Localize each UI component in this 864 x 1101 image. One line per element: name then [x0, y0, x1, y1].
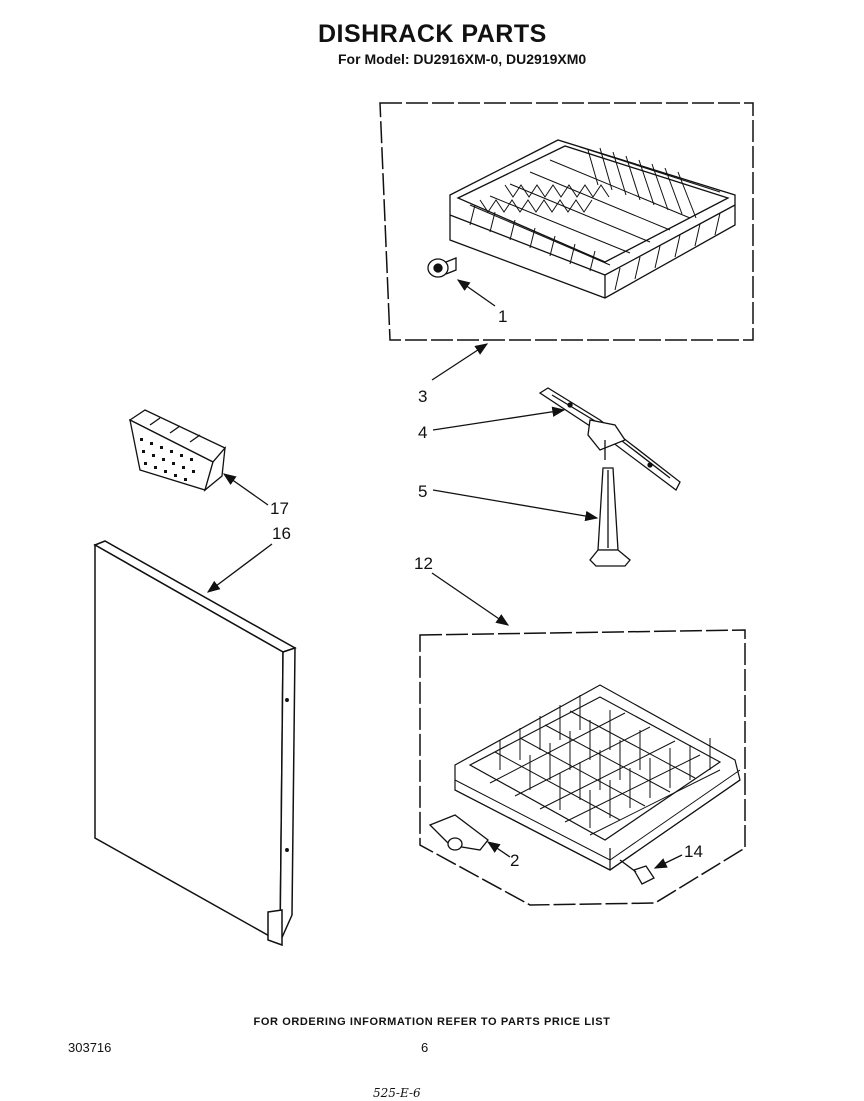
spray-arm-part-4	[538, 387, 681, 491]
page-number: 6	[421, 1040, 429, 1055]
rack-wheel-part-2	[428, 814, 489, 851]
cutlery-basket-part-17	[128, 409, 227, 492]
ordering-note: FOR ORDERING INFORMATION REFER TO PARTS …	[253, 1016, 611, 1028]
callout-14: 14	[684, 842, 703, 861]
callout-4: 4	[418, 423, 427, 442]
spray-tower-part-5	[589, 467, 631, 567]
callout-5: 5	[418, 482, 427, 501]
model-subtitle: For Model: DU2916XM-0, DU2919XM0	[338, 51, 587, 67]
callout-1: 1	[498, 307, 507, 326]
callout-16: 16	[272, 524, 291, 543]
upper-rack-box	[379, 102, 754, 341]
callout-2: 2	[510, 851, 519, 870]
lower-dishrack	[454, 684, 741, 871]
lower-rack-box	[419, 629, 746, 906]
upper-dishrack	[449, 139, 736, 299]
page-title: DISHRACK PARTS	[318, 20, 547, 48]
callout-3: 3	[418, 387, 427, 406]
callout-17: 17	[270, 499, 289, 518]
leader-lines	[206, 279, 683, 869]
callout-12: 12	[414, 554, 433, 573]
end-cap-part-14	[619, 859, 655, 885]
document-number: 303716	[68, 1040, 112, 1055]
rack-roller-part-1	[427, 257, 457, 278]
door-panel-part-16	[93, 540, 297, 947]
handwritten-note: 525-E-6	[373, 1086, 421, 1100]
callout-labels: 1 3 4 5 17 16 12 2 14	[270, 307, 703, 870]
